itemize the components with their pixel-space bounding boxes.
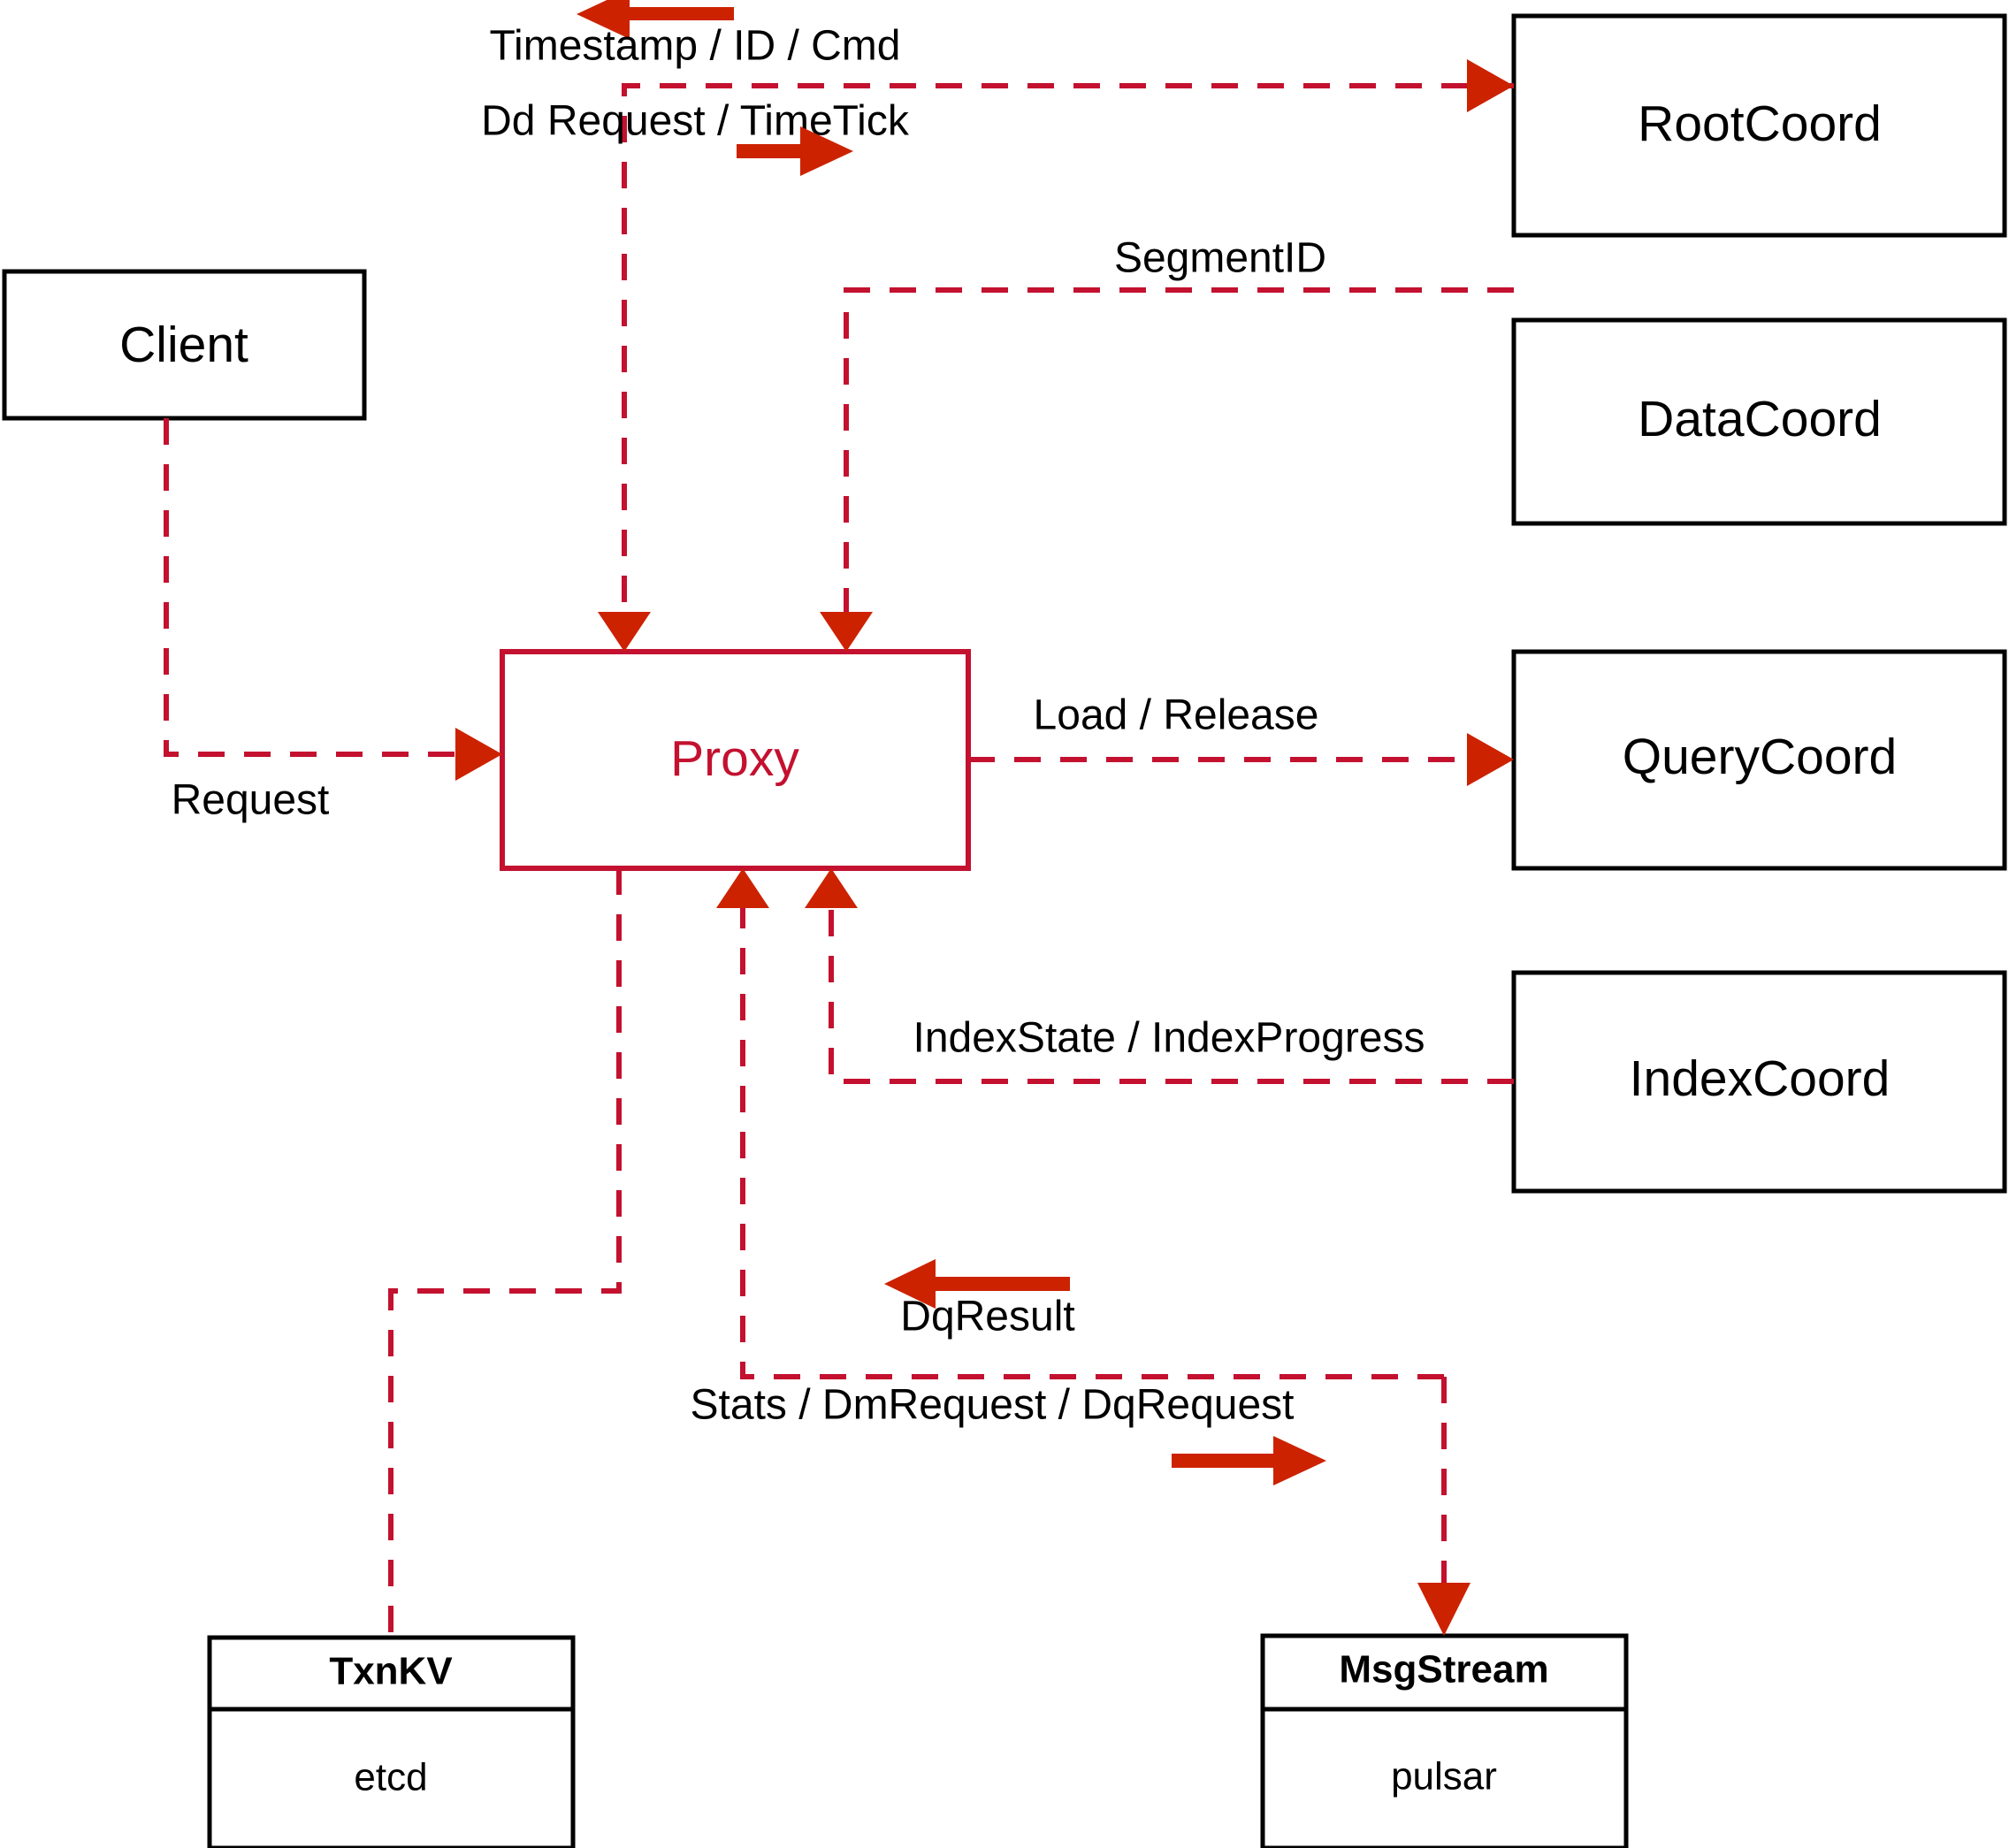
direction-arrow-dd-request-right [737,126,853,176]
node-txnkv-label: TxnKV [329,1650,453,1693]
edge-label-load-release: Load / Release [1034,692,1319,739]
arrowhead-into-msgstream [1417,1583,1470,1636]
edge-dq-result [716,868,1444,1379]
edge-label-timestamp-id-cmd: Timestamp / ID / Cmd [490,23,901,70]
edge-label-dd-request-timetick: Dd Request / TimeTick [481,98,910,145]
node-index-coord[interactable]: IndexCoord [1511,970,2007,1194]
node-root-coord[interactable]: RootCoord [1511,13,2007,238]
direction-arrow-stats-right [1172,1436,1326,1485]
edge-proxy-txnkv [388,868,622,1638]
arrowhead-into-root-coord [1467,59,1514,112]
arrowhead-into-proxy-bottom-right [805,868,858,908]
node-proxy-label: Proxy [670,730,799,787]
node-msgstream-label: MsgStream [1339,1648,1548,1691]
node-root-coord-label: RootCoord [1638,95,1882,152]
arrowhead-into-proxy-left [455,728,502,781]
node-index-coord-label: IndexCoord [1630,1050,1891,1107]
arrowhead-into-proxy-top-right [820,612,873,652]
node-query-coord[interactable]: QueryCoord [1511,649,2007,871]
node-msgstream-impl-label: pulsar [1391,1755,1497,1798]
arrowhead-into-proxy-bottom-left [716,868,769,908]
node-client[interactable]: Client [2,269,367,421]
node-data-coord[interactable]: DataCoord [1511,317,2007,526]
node-txnkv[interactable]: TxnKV etcd [207,1635,576,1848]
edge-label-dq-result: DqResult [900,1294,1074,1340]
edge-index-state-progress [805,868,1514,1084]
edge-segment-id [820,287,1514,652]
node-data-coord-label: DataCoord [1638,391,1882,447]
arrowhead-into-proxy-top-left [598,612,651,652]
edge-label-index-state-progress: IndexState / IndexProgress [913,1015,1425,1062]
node-query-coord-label: QueryCoord [1623,729,1897,785]
edge-label-segment-id: SegmentID [1114,235,1326,282]
node-txnkv-impl-label: etcd [354,1756,427,1799]
node-msgstream[interactable]: MsgStream pulsar [1260,1633,1629,1848]
direction-arrow-timestamp-left [577,0,734,39]
edge-label-stats-dm-dq-request: Stats / DmRequest / DqRequest [691,1382,1295,1429]
edge-timestamp-id-cmd [598,83,1514,652]
edge-request [164,418,502,781]
edge-label-request: Request [172,777,330,824]
node-proxy[interactable]: Proxy [500,649,971,871]
direction-arrow-dqresult-left [884,1259,1070,1309]
edge-load-release [968,733,1514,786]
arrowhead-into-query-coord [1467,733,1514,786]
node-client-label: Client [119,317,248,373]
edge-stats-dm-dq-request [1417,1377,1470,1636]
